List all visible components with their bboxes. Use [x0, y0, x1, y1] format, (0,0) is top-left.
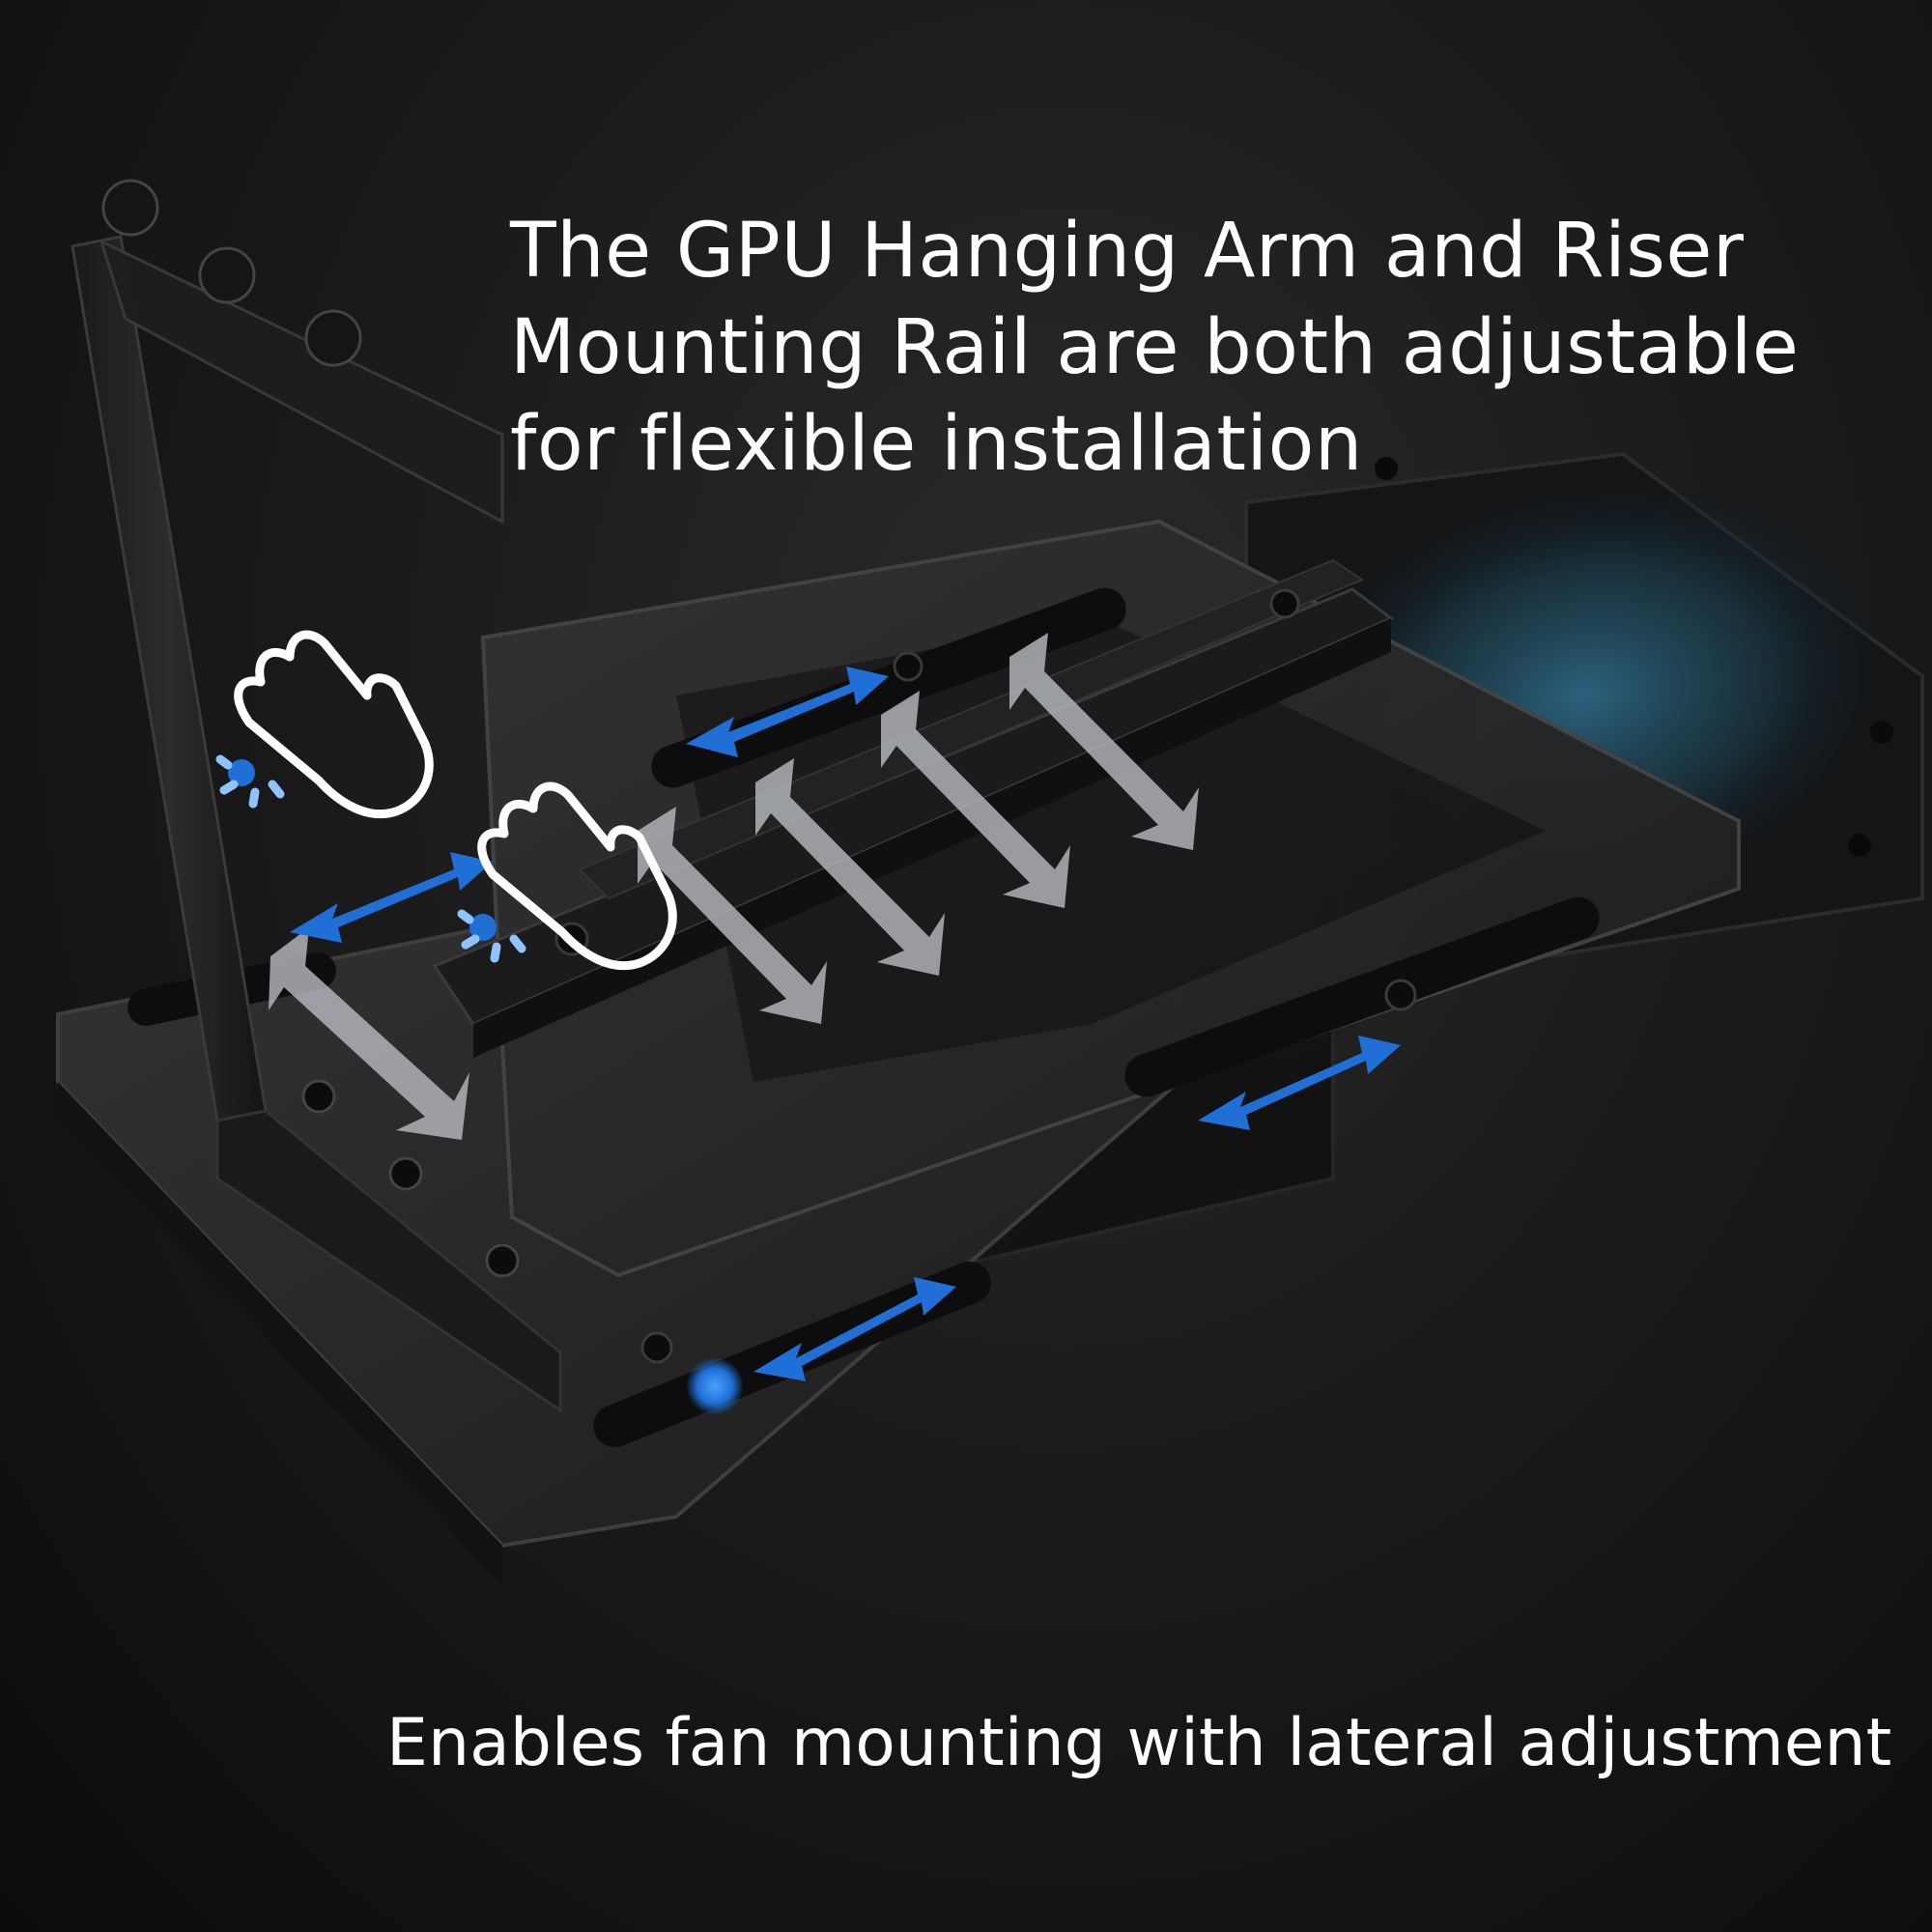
screw-icon: [640, 1331, 673, 1364]
fan-mount-hole: [1870, 721, 1893, 744]
screw-icon: [893, 651, 923, 682]
screw-icon: [388, 1156, 423, 1191]
double-arrow-icon: [1198, 1036, 1401, 1130]
screw-icon: [301, 1079, 336, 1114]
caption: Enables fan mounting with lateral adjust…: [386, 1705, 1892, 1781]
screw-icon: [1384, 979, 1417, 1011]
double-arrow-icon: [638, 807, 827, 1024]
fan-mount-hole: [1375, 457, 1398, 480]
tap-hand-icon: [215, 630, 434, 819]
plate-slot: [651, 587, 1126, 788]
double-arrow-icon: [881, 691, 1070, 908]
lateral-adjustment-arrows: [290, 667, 1401, 1415]
plate-slot: [1124, 896, 1600, 1097]
thumb-screw-icon: [198, 246, 256, 304]
double-arrow-icon: [269, 927, 469, 1140]
rail-adjustment-arrows: [269, 633, 1199, 1140]
double-arrow-icon: [1009, 633, 1199, 850]
headline-line-1: The GPU Hanging Arm and Riser: [510, 208, 1745, 295]
headline-line-3: for flexible installation: [510, 401, 1363, 488]
tap-hand-icon: [457, 781, 677, 971]
thumb-screw-icon: [101, 179, 159, 237]
blue-glow-dot: [686, 1357, 744, 1415]
double-arrow-icon: [686, 667, 889, 757]
screw-icon: [485, 1243, 520, 1278]
gpu-hanging-arm: [71, 179, 562, 1413]
double-arrow-icon: [753, 1277, 956, 1381]
thumb-screw-icon: [304, 309, 362, 367]
double-arrow-icon: [290, 852, 493, 943]
headline-line-2: Mounting Rail are both adjustable: [510, 304, 1800, 391]
screw-icon: [1269, 588, 1300, 619]
headline: The GPU Hanging Arm and Riser Mounting R…: [510, 203, 1800, 493]
fan-mount-hole: [1848, 834, 1871, 857]
double-arrow-icon: [755, 758, 945, 976]
